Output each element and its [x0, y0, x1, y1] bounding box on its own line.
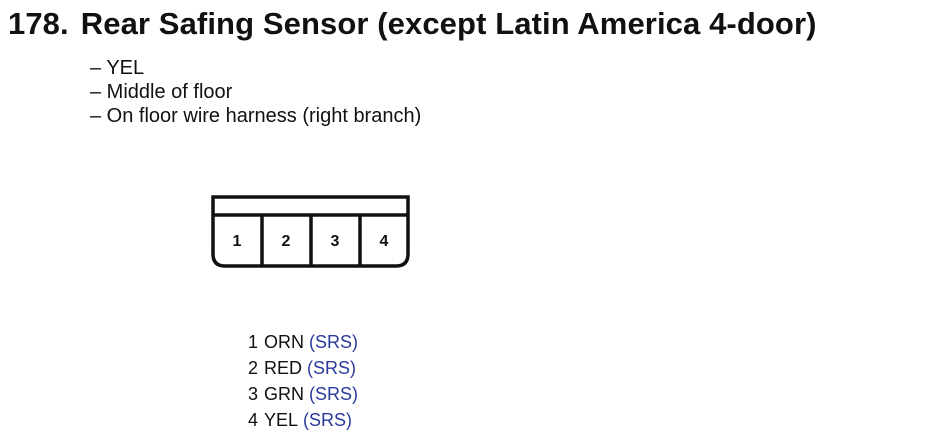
wire-pin-number: 2: [248, 358, 259, 378]
note-harness: – On floor wire harness (right branch): [90, 105, 422, 127]
pin-label-1: 1: [233, 233, 242, 250]
wire-color: ORN: [264, 332, 305, 352]
note-connector-color: – YEL: [90, 57, 145, 79]
pin-label-4: 4: [380, 233, 389, 250]
page-title: 178. Rear Safing Sensor (except Latin Ame…: [8, 4, 817, 44]
wire-color: YEL: [264, 410, 299, 430]
connector-notes: – YEL – Middle of floor – On floor wire …: [90, 56, 421, 128]
wire-color: RED: [264, 358, 303, 378]
connector-diagram: 1 2 3 4: [211, 195, 410, 268]
wire-system: (SRS): [307, 358, 357, 378]
wire-color: GRN: [264, 384, 305, 404]
section-title: Rear Safing Sensor (except Latin America…: [80, 6, 817, 41]
wire-pin-number: 1: [248, 332, 259, 352]
wire-system: (SRS): [309, 332, 359, 352]
wire-pin-number: 3: [248, 384, 259, 404]
section-number: 178.: [8, 6, 69, 41]
wire-system: (SRS): [309, 384, 359, 404]
pin-label-3: 3: [331, 233, 340, 250]
wire-system: (SRS): [303, 410, 353, 430]
wire-pin-number: 4: [248, 410, 259, 430]
note-location: – Middle of floor: [90, 81, 233, 103]
pin-label-2: 2: [282, 233, 291, 250]
